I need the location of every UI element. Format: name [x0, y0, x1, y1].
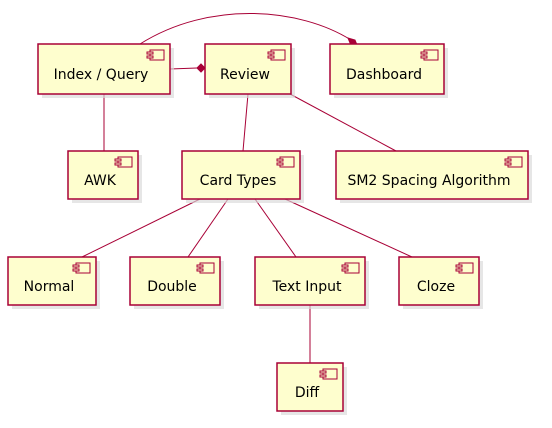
- component-icon: [267, 49, 286, 61]
- component-icon: [196, 262, 215, 274]
- component-label: Cloze: [417, 279, 455, 295]
- component-text-input: Text Input: [254, 256, 369, 309]
- component-label: Review: [220, 67, 270, 83]
- component-diff: Diff: [276, 362, 347, 415]
- component-sm2: SM2 Spacing Algorithm: [335, 150, 532, 203]
- edge-index-query-to-dashboard: [139, 13, 352, 45]
- component-awk: AWK: [67, 150, 142, 203]
- component-label: Card Types: [200, 173, 277, 189]
- edge-card-types-to-cloze: [284, 198, 413, 258]
- component-double: Double: [129, 256, 224, 309]
- component-normal: Normal: [7, 256, 100, 309]
- composition-diamond: [196, 63, 206, 73]
- component-label: AWK: [84, 173, 117, 189]
- component-icon: [341, 262, 360, 274]
- component-icon: [146, 49, 165, 61]
- component-icon: [114, 156, 133, 168]
- component-icon: [420, 49, 439, 61]
- component-icon: [276, 156, 295, 168]
- edge-review-to-sm2: [289, 93, 397, 152]
- edge-review-to-card-types: [242, 93, 249, 152]
- edge-index-query-to-review: [169, 67, 198, 70]
- edges-layer: [81, 13, 413, 363]
- component-label: Double: [147, 279, 197, 295]
- component-label: Normal: [24, 279, 75, 295]
- component-icon: [319, 368, 338, 380]
- component-label: Text Input: [271, 279, 342, 295]
- component-icon: [72, 262, 91, 274]
- edge-card-types-to-double: [187, 198, 229, 258]
- edge-card-types-to-normal: [81, 198, 201, 258]
- component-box: [276, 362, 344, 412]
- component-label: SM2 Spacing Algorithm: [347, 173, 510, 189]
- component-box: [335, 150, 529, 200]
- component-cloze: Cloze: [398, 256, 483, 309]
- edge-card-types-to-text-input: [254, 198, 297, 258]
- component-icon: [455, 262, 474, 274]
- component-index-query: Index / Query: [37, 43, 174, 98]
- component-card-types: Card Types: [181, 150, 304, 203]
- component-dashboard: Dashboard: [329, 43, 448, 98]
- component-label: Diff: [295, 385, 320, 401]
- component-label: Index / Query: [54, 67, 149, 83]
- component-review: Review: [204, 43, 295, 98]
- component-icon: [504, 156, 523, 168]
- component-label: Dashboard: [346, 67, 422, 83]
